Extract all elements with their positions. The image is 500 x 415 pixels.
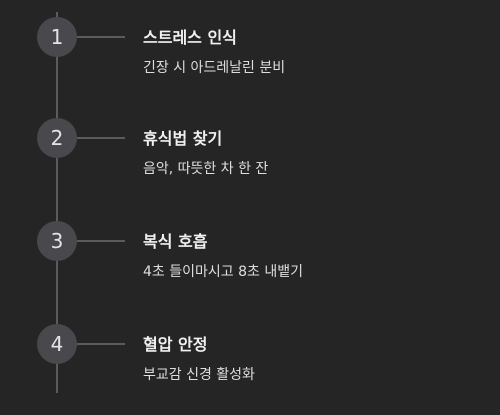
step-number-circle: 3 <box>37 221 77 261</box>
step-connector-line <box>77 240 125 242</box>
step-number-circle: 2 <box>37 118 77 158</box>
step-number-circle: 4 <box>37 324 77 364</box>
step-title: 복식 호흡 <box>143 232 208 251</box>
step-description: 음악, 따뜻한 차 한 잔 <box>143 161 269 177</box>
timeline-step-4: 4 혈압 안정 부교감 신경 활성화 <box>0 324 500 414</box>
step-description: 부교감 신경 활성화 <box>143 367 255 383</box>
step-description: 4초 들이마시고 8초 내뱉기 <box>143 264 303 280</box>
step-title: 휴식법 찾기 <box>143 129 223 148</box>
step-connector-line <box>77 36 125 38</box>
timeline-step-3: 3 복식 호흡 4초 들이마시고 8초 내뱉기 <box>0 221 500 311</box>
step-connector-line <box>77 343 125 345</box>
step-title: 혈압 안정 <box>143 335 208 354</box>
timeline-step-2: 2 휴식법 찾기 음악, 따뜻한 차 한 잔 <box>0 118 500 208</box>
step-description: 긴장 시 아드레날린 분비 <box>143 60 286 76</box>
timeline-step-1: 1 스트레스 인식 긴장 시 아드레날린 분비 <box>0 17 500 107</box>
timeline-vertical-line <box>56 12 58 393</box>
step-title: 스트레스 인식 <box>143 28 237 47</box>
step-number-circle: 1 <box>37 17 77 57</box>
step-connector-line <box>77 137 125 139</box>
